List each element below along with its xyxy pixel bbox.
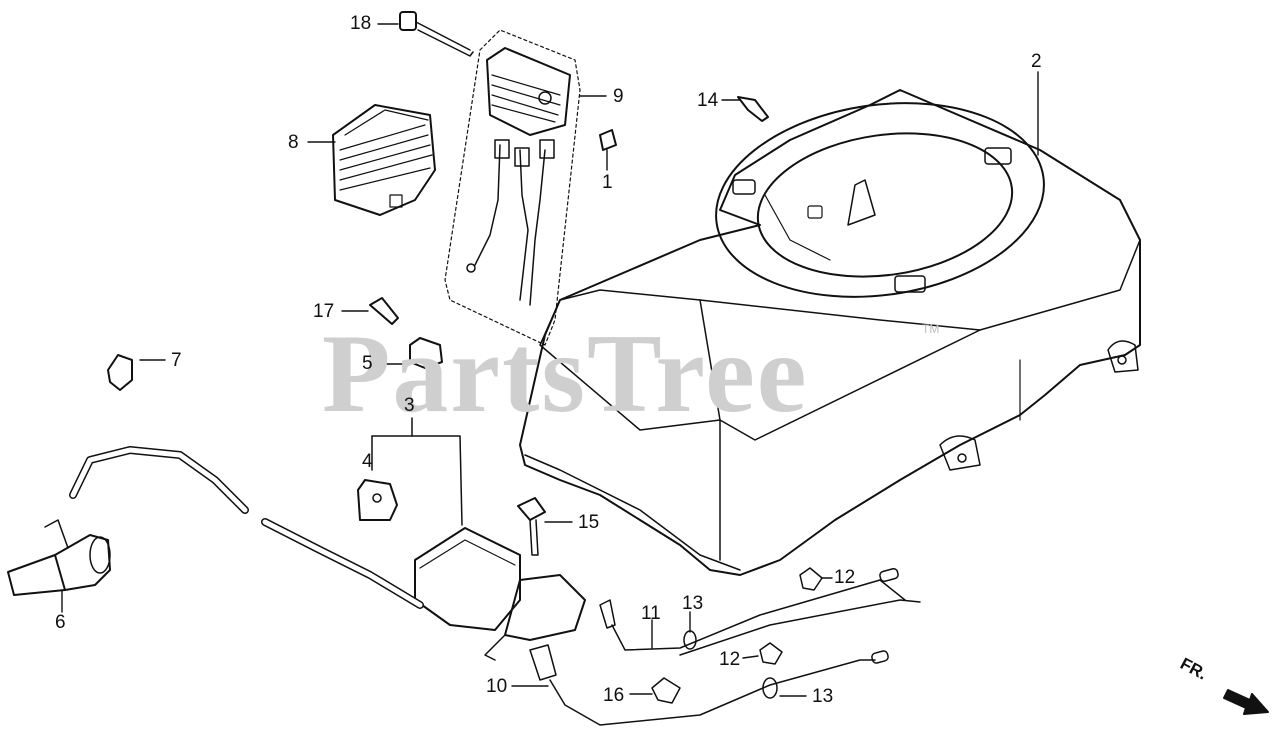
wire-harness-part bbox=[530, 568, 920, 725]
callout-8[interactable]: 8 bbox=[288, 132, 299, 153]
callout-2[interactable]: 2 bbox=[1031, 51, 1042, 72]
callout-9[interactable]: 9 bbox=[613, 86, 624, 107]
front-arrow-icon bbox=[1224, 690, 1268, 714]
bolt-18-part bbox=[400, 12, 473, 56]
clamp-5-part bbox=[410, 338, 442, 368]
callout-7[interactable]: 7 bbox=[171, 350, 182, 371]
callout-10[interactable]: 10 bbox=[486, 676, 508, 697]
screw-17-part bbox=[370, 298, 398, 324]
watermark-text: PartsTree bbox=[322, 312, 809, 436]
callout-3[interactable]: 3 bbox=[404, 395, 415, 416]
clip-7-part bbox=[108, 355, 132, 390]
clip-16-part bbox=[652, 678, 680, 703]
callout-4[interactable]: 4 bbox=[362, 451, 373, 472]
ignition-coil-part bbox=[73, 418, 585, 660]
callout-11[interactable]: 11 bbox=[641, 603, 661, 624]
callout-5[interactable]: 5 bbox=[362, 353, 373, 374]
callout-15[interactable]: 15 bbox=[578, 512, 600, 533]
trademark-mark: TM bbox=[922, 322, 940, 336]
callout-18[interactable]: 18 bbox=[350, 13, 372, 34]
callout-1[interactable]: 1 bbox=[602, 172, 613, 193]
clip-12-part bbox=[760, 568, 822, 664]
grommet-4-part bbox=[358, 480, 397, 520]
callout-14[interactable]: 14 bbox=[697, 90, 719, 111]
callout-13a[interactable]: 13 bbox=[682, 593, 704, 614]
callout-16[interactable]: 16 bbox=[603, 685, 625, 706]
spark-plug-cap-part bbox=[8, 520, 110, 595]
callout-6[interactable]: 6 bbox=[55, 612, 66, 633]
callout-13b[interactable]: 13 bbox=[812, 686, 834, 707]
nut-1-part bbox=[600, 130, 616, 150]
screw-14-part bbox=[738, 97, 768, 121]
regulator-part bbox=[333, 105, 435, 215]
callout-12a[interactable]: 12 bbox=[834, 567, 856, 588]
fan-cover-part bbox=[520, 83, 1140, 575]
leader-lines bbox=[62, 24, 1038, 696]
callout-17[interactable]: 17 bbox=[313, 301, 335, 322]
bolt-15-part bbox=[518, 498, 545, 555]
regulator-assembly-part bbox=[445, 30, 580, 345]
callout-12b[interactable]: 12 bbox=[719, 649, 741, 670]
